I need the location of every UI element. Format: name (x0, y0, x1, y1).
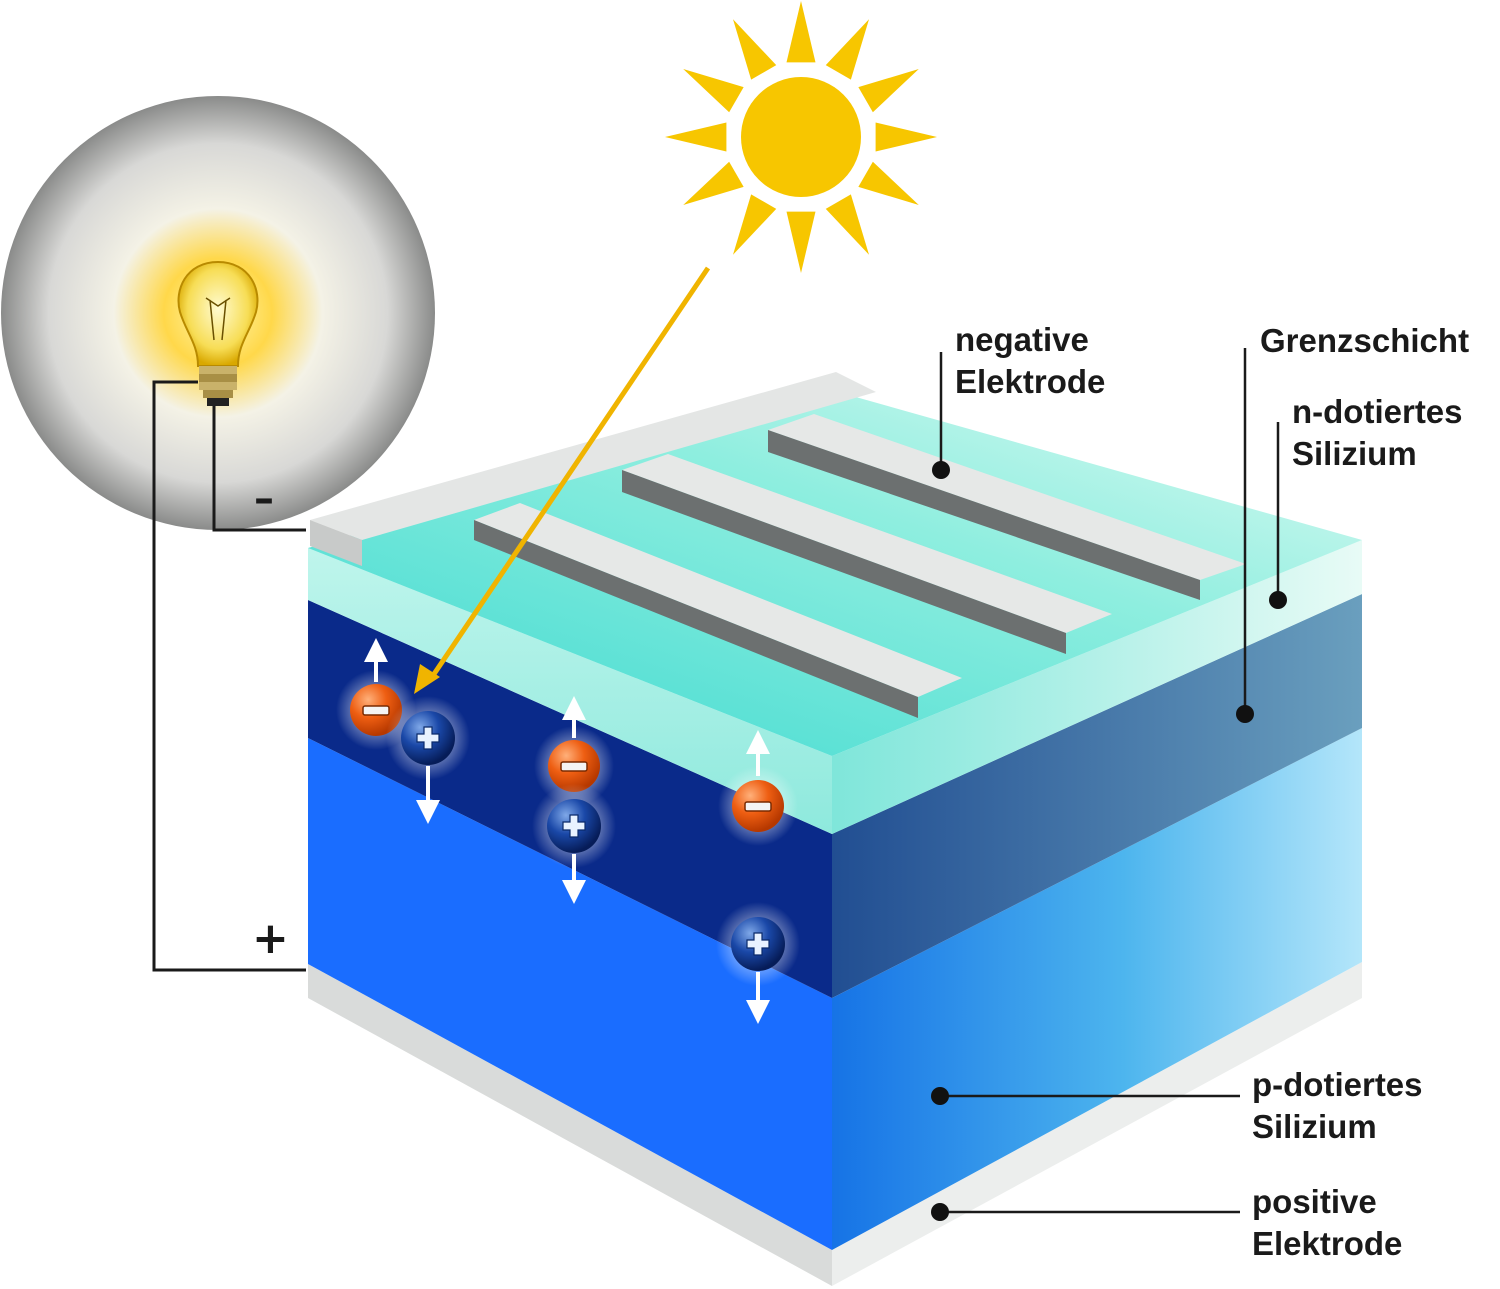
positive-electrode-front (308, 964, 832, 1286)
n-silicon-side (832, 540, 1362, 834)
circuit-wires (152, 380, 306, 972)
label-positive-electrode-line1: positive (1252, 1183, 1377, 1220)
sun-ray (733, 194, 777, 255)
p-silicon-front (308, 738, 832, 1250)
label-n-silicon-line1: n-dotiertes (1292, 393, 1463, 430)
p-silicon-side (832, 728, 1362, 1250)
label-negative-electrode-line2: Elektrode (955, 363, 1105, 400)
sun-icon (665, 1, 937, 273)
label-p-silicon-line1: p-dotiertes (1252, 1066, 1423, 1103)
sun-disc (741, 77, 861, 197)
solar-cell-block (308, 372, 1362, 1286)
busbar-front (310, 520, 362, 566)
light-ray-arrow (414, 266, 711, 694)
sun-ray (683, 69, 744, 113)
hole-icon (547, 799, 601, 853)
sun-ray (665, 122, 727, 152)
electron-icon (732, 780, 784, 832)
sun-ray (786, 211, 816, 273)
junction-side (832, 594, 1362, 998)
minus-terminal-label: – (254, 476, 274, 522)
sun-ray (875, 122, 937, 152)
electrode-fingers (474, 414, 1246, 718)
busbar-top (310, 372, 876, 540)
sun-ray (683, 161, 744, 205)
label-n-silicon-line2: Silizium (1292, 435, 1417, 472)
positive-electrode-side (832, 962, 1362, 1286)
hole-icon (731, 917, 785, 971)
label-positive-electrode-line2: Elektrode (1252, 1225, 1402, 1262)
n-silicon-top (308, 392, 1362, 756)
sun-ray (858, 161, 919, 205)
plus-terminal-label: + (252, 913, 289, 964)
label-negative-electrode-line1: negative (955, 321, 1089, 358)
sun-ray (825, 19, 869, 80)
sun-ray (825, 194, 869, 255)
light-bulb-icon (1, 96, 435, 530)
label-p-silicon-line2: Silizium (1252, 1108, 1377, 1145)
sun-ray (733, 19, 777, 80)
n-silicon-front (308, 548, 832, 834)
sun-ray (786, 1, 816, 63)
leader-lines (939, 348, 1280, 1214)
charge-carriers (336, 638, 800, 1024)
sun-ray (858, 69, 919, 113)
leader-dots (931, 461, 1287, 1221)
hole-icon (401, 711, 455, 765)
label-junction: Grenzschicht (1260, 322, 1469, 359)
electron-icon (548, 740, 600, 792)
